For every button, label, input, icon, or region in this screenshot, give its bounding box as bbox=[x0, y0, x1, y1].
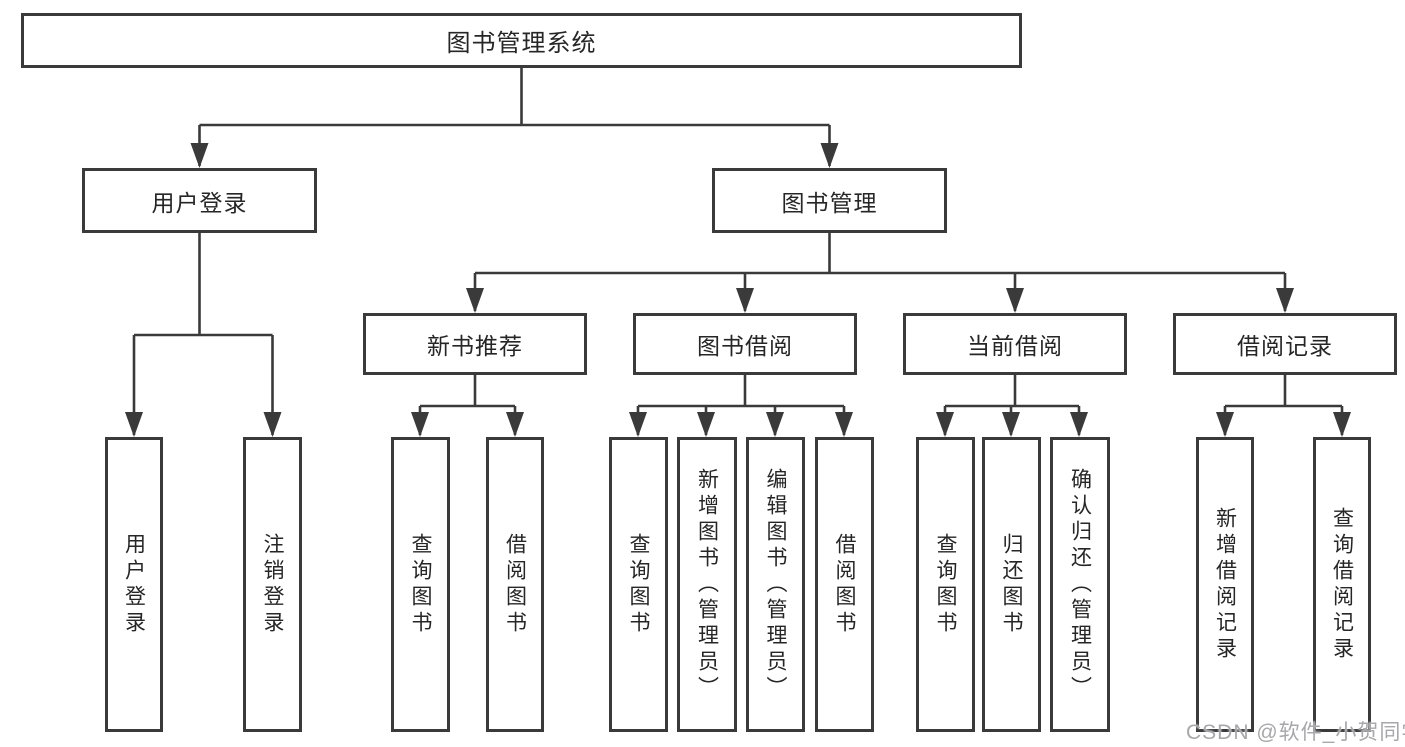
arrow-down-icon bbox=[506, 412, 524, 437]
leaf-confirm-return-admin: 确认归还（管理员） bbox=[1050, 437, 1110, 732]
leaf-borrow-query-books-label: 查询图书 bbox=[627, 532, 650, 637]
node-book-management: 图书管理 bbox=[712, 168, 947, 233]
node-book-borrow: 图书借阅 bbox=[633, 313, 857, 375]
arrow-down-icon bbox=[1002, 412, 1020, 437]
leaf-query-borrow-record: 查询借阅记录 bbox=[1313, 437, 1371, 732]
node-book-borrow-label: 图书借阅 bbox=[697, 333, 793, 359]
connector-borrow-records-branch bbox=[1223, 375, 1344, 435]
arrow-down-icon bbox=[766, 412, 784, 437]
arrowhead-group bbox=[125, 143, 1351, 437]
leaf-edit-books-admin: 编辑图书（管理员） bbox=[746, 437, 805, 732]
arrow-down-icon bbox=[697, 412, 715, 437]
arrow-down-icon bbox=[411, 412, 429, 437]
node-root-system: 图书管理系统 bbox=[21, 13, 1022, 68]
arrow-down-icon bbox=[1276, 288, 1294, 313]
leaf-add-borrow-record-label: 新增借阅记录 bbox=[1213, 506, 1237, 663]
arrow-down-icon bbox=[125, 412, 143, 437]
leaf-query-borrow-record-label: 查询借阅记录 bbox=[1330, 506, 1354, 663]
node-user-login: 用户登录 bbox=[82, 168, 317, 233]
arrow-down-icon bbox=[1070, 412, 1088, 437]
arrow-down-icon bbox=[629, 412, 647, 437]
arrow-down-icon bbox=[936, 412, 954, 437]
leaf-add-borrow-record: 新增借阅记录 bbox=[1196, 437, 1254, 732]
node-user-login-label: 用户登录 bbox=[151, 189, 248, 216]
connector-root-to-level2 bbox=[198, 68, 831, 166]
leaf-borrow-books-label: 借阅图书 bbox=[833, 532, 856, 637]
arrow-down-icon bbox=[1006, 288, 1024, 313]
leaf-recommend-query-books-label: 查询图书 bbox=[409, 532, 432, 637]
leaf-borrow-query-books: 查询图书 bbox=[609, 437, 668, 732]
node-new-book-recommend: 新书推荐 bbox=[363, 313, 587, 375]
leaf-recommend-borrow-books-label: 借阅图书 bbox=[503, 532, 527, 637]
leaf-user-login: 用户登录 bbox=[105, 437, 163, 732]
connector-new-book-branch bbox=[418, 375, 517, 435]
node-borrow-records-label: 借阅记录 bbox=[1237, 333, 1333, 359]
leaf-user-login-label: 用户登录 bbox=[122, 532, 146, 637]
leaf-add-books-admin-label: 新增图书（管理员） bbox=[695, 467, 719, 702]
node-current-borrow-label: 当前借阅 bbox=[967, 333, 1063, 359]
connector-book-mgmt-branch bbox=[473, 233, 1287, 311]
watermark-text: CSDN @软件_小贺同学 bbox=[1186, 721, 1405, 744]
node-borrow-records: 借阅记录 bbox=[1173, 313, 1397, 375]
arrow-down-icon bbox=[190, 143, 209, 168]
arrow-down-icon bbox=[820, 143, 839, 168]
arrow-down-icon bbox=[1216, 412, 1234, 437]
arrow-down-icon bbox=[1333, 412, 1351, 437]
leaf-logout-label: 注销登录 bbox=[261, 532, 284, 637]
leaf-logout: 注销登录 bbox=[243, 437, 302, 732]
leaf-return-books-label: 归还图书 bbox=[1000, 532, 1023, 637]
node-book-management-label: 图书管理 bbox=[781, 189, 878, 216]
leaf-current-query-books-label: 查询图书 bbox=[934, 532, 957, 637]
leaf-current-query-books: 查询图书 bbox=[916, 437, 975, 732]
arrow-down-icon bbox=[263, 412, 282, 437]
leaf-confirm-return-admin-label: 确认归还（管理员） bbox=[1068, 467, 1092, 702]
leaf-recommend-borrow-books: 借阅图书 bbox=[486, 437, 544, 732]
arrow-down-icon bbox=[736, 288, 754, 313]
leaf-recommend-query-books: 查询图书 bbox=[391, 437, 450, 732]
leaf-return-books: 归还图书 bbox=[982, 437, 1041, 732]
leaf-borrow-books: 借阅图书 bbox=[815, 437, 874, 732]
leaf-add-books-admin: 新增图书（管理员） bbox=[677, 437, 737, 732]
connector-book-borrow-branch bbox=[636, 375, 846, 435]
arrow-down-icon bbox=[835, 412, 853, 437]
node-new-book-recommend-label: 新书推荐 bbox=[427, 333, 523, 359]
connector-user-login-branch bbox=[132, 233, 274, 435]
leaf-edit-books-admin-label: 编辑图书（管理员） bbox=[764, 467, 787, 702]
arrow-down-icon bbox=[466, 288, 484, 313]
node-current-borrow: 当前借阅 bbox=[903, 313, 1127, 375]
node-root-label: 图书管理系统 bbox=[446, 30, 597, 57]
